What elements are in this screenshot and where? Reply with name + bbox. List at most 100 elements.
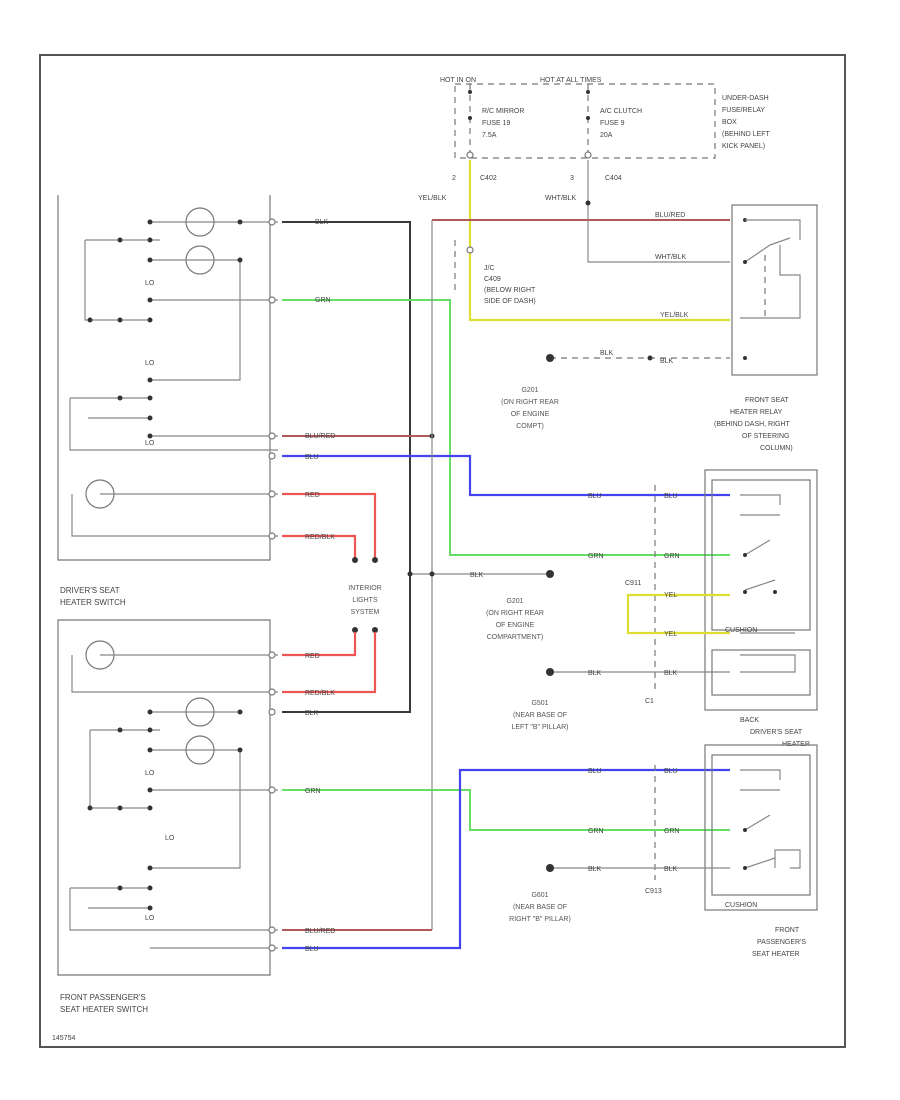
drivers-heater-label-1: DRIVER'S SEAT	[750, 729, 803, 736]
blu-label-2: BLU	[305, 946, 319, 953]
relay-label-1: FRONT SEAT	[745, 397, 789, 404]
c913-label: C913	[645, 888, 662, 895]
blk-label-2: BLK	[305, 710, 319, 717]
cushion-label-a: CUSHION	[725, 627, 757, 634]
yel-blk-relay-label: YEL/BLK	[660, 312, 689, 319]
yel-blk-label: YEL/BLK	[418, 195, 447, 202]
red-wire-2	[282, 632, 357, 657]
blu-wire-2	[282, 768, 730, 950]
red-label-1: RED	[305, 492, 320, 499]
drivers-seat-heater-switch: LO LO LO	[57, 195, 278, 561]
grn-h1-label: GRN	[588, 553, 604, 560]
fuse-19-number: FUSE 19	[482, 120, 511, 127]
g601-label-3: RIGHT "B" PILLAR)	[509, 916, 571, 923]
grn-wire-2	[282, 789, 730, 831]
hot-label-1: HOT IN ON	[440, 77, 476, 84]
underdash-fuse-box: HOT IN ON HOT AT ALL TIMES R/C MIRROR FU…	[440, 77, 771, 159]
pass-switch-label-1: FRONT PASSENGER'S	[60, 993, 146, 1002]
underdash-label-4: (BEHIND LEFT	[722, 131, 771, 138]
blk-ground-label-a: BLK	[600, 350, 614, 357]
pass-switch-label-2: SEAT HEATER SWITCH	[60, 1005, 148, 1014]
g201-label-b4: COMPARTMENT)	[487, 634, 544, 641]
relay-label-3: (BEHIND DASH, RIGHT	[714, 421, 791, 428]
yel-blk-wire	[468, 160, 730, 322]
interior-label-2: LIGHTS	[352, 597, 378, 604]
fuse-19-rating: 7.5A	[482, 132, 497, 139]
g201-label-a: G201	[521, 387, 538, 394]
back-label: BACK	[740, 717, 759, 724]
wht-blk-wire	[587, 160, 730, 263]
underdash-label-2: FUSE/RELAY	[722, 107, 765, 114]
fuse-9-number: FUSE 9	[600, 120, 625, 127]
lo-label-3: LO	[145, 440, 155, 447]
red-label-2: RED	[305, 653, 320, 660]
grn-h2-label: GRN	[588, 828, 604, 835]
grn-label-2: GRN	[305, 788, 321, 795]
jc-label: J/C	[484, 265, 495, 272]
c1-label: C1	[645, 698, 654, 705]
side-of-dash-label: SIDE OF DASH)	[484, 298, 536, 305]
blu-wire-1	[282, 454, 730, 497]
passenger-seat-heater-switch: LO LO LO	[57, 619, 278, 976]
yel-label-1: YEL	[664, 592, 677, 599]
g501-label-3: LEFT "B" PILLAR)	[512, 724, 569, 731]
footer-code: 145754	[52, 1035, 75, 1042]
blk-wire-1	[282, 221, 411, 713]
underdash-label-5: KICK PANEL)	[722, 143, 765, 150]
wht-blk-relay-label: WHT/BLK	[655, 254, 686, 261]
drivers-switch-label-1: DRIVER'S SEAT	[60, 586, 120, 595]
relay-label-2: HEATER RELAY	[730, 409, 783, 416]
g601-label: G601	[531, 892, 548, 899]
diagram-frame	[39, 54, 846, 1048]
pass-heater-label-1: FRONT	[775, 927, 800, 934]
underdash-label-3: BOX	[722, 119, 737, 126]
grn-wire-1	[282, 299, 730, 556]
relay-label-4: OF STEERING	[742, 433, 789, 440]
pass-heater-label-2: PASSENGER'S	[757, 939, 806, 946]
red-blk-wire-2	[282, 632, 377, 694]
switch2-connectors	[268, 651, 276, 952]
red-wire-1	[282, 492, 377, 558]
g201-label-b: G201	[506, 598, 523, 605]
blk-label-1: BLK	[315, 219, 329, 226]
front-seat-heater-relay: FRONT SEAT HEATER RELAY (BEHIND DASH, RI…	[714, 204, 818, 452]
g501-label-2: (NEAR BASE OF	[513, 712, 567, 719]
pin-2-label: 2	[452, 175, 456, 182]
blu-h2-label: BLU	[588, 768, 602, 775]
pin-3-label: 3	[570, 175, 574, 182]
cushion-label-b: CUSHION	[725, 902, 757, 909]
grn-label-1: GRN	[315, 297, 331, 304]
blu-h1b-label: BLU	[664, 493, 678, 500]
g201-label-b3: OF ENGINE	[496, 622, 535, 629]
hot-label-2: HOT AT ALL TIMES	[540, 77, 602, 84]
below-right-label: (BELOW RIGHT	[484, 287, 536, 294]
blu-h2b-label: BLU	[664, 768, 678, 775]
blk-ground-label-a2: BLK	[660, 358, 674, 365]
blu-label-1: BLU	[305, 454, 319, 461]
red-blk-label-1: RED/BLK	[305, 534, 335, 541]
lo-label-4: LO	[145, 770, 155, 777]
c402-label: C402	[480, 175, 497, 182]
relay-label-5: COLUMN)	[760, 445, 793, 452]
c911-label: C911	[625, 580, 641, 587]
c404-label: C404	[605, 175, 622, 182]
g501-label: G501	[531, 700, 548, 707]
passenger-seat-heater: CUSHION	[704, 744, 818, 911]
yel-label-2: YEL	[664, 631, 677, 638]
interior-lights-system: INTERIOR LIGHTS SYSTEM	[348, 585, 382, 633]
lo-label-6: LO	[145, 915, 155, 922]
g201-label-a3: OF ENGINE	[511, 411, 550, 418]
grn-h2b-label: GRN	[664, 828, 680, 835]
blk-h2-label: BLK	[588, 866, 602, 873]
blu-h1-label: BLU	[588, 493, 602, 500]
underdash-label-1: UNDER-DASH	[722, 95, 769, 102]
lo-label-5: LO	[165, 835, 175, 842]
interior-label-1: INTERIOR	[348, 585, 381, 592]
blk-h1-label: BLK	[588, 670, 602, 677]
fuse-9-name: A/C CLUTCH	[600, 108, 642, 115]
g201-label-b2: (ON RIGHT REAR	[486, 610, 544, 617]
c409-label: C409	[484, 276, 501, 283]
g201-label-a4: COMPT)	[516, 423, 544, 430]
fuse-9-rating: 20A	[600, 132, 613, 139]
